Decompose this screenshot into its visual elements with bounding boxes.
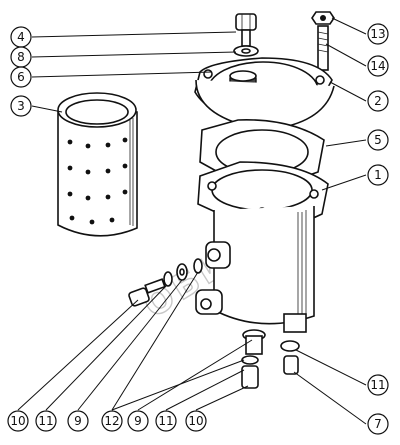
callout-7: 7: [367, 413, 389, 435]
svg-text:11: 11: [370, 378, 385, 392]
svg-text:2: 2: [374, 94, 382, 108]
stud-part-14: [317, 25, 329, 71]
svg-text:12: 12: [104, 414, 119, 428]
svg-text:3: 3: [17, 99, 25, 113]
svg-text:9: 9: [74, 414, 82, 428]
svg-text:11: 11: [38, 414, 53, 428]
callout-2: 2: [367, 90, 389, 112]
svg-text:10: 10: [10, 414, 25, 428]
svg-text:13: 13: [370, 27, 385, 41]
callout-3: 3: [10, 95, 32, 117]
svg-text:4: 4: [17, 30, 25, 44]
drain-parts-bottom: [241, 329, 300, 389]
callout-5: 5: [367, 129, 389, 151]
housing-part-1: [195, 161, 329, 333]
callout-13: 13: [367, 23, 389, 45]
svg-text:6: 6: [17, 70, 25, 84]
callout-6: 6: [10, 66, 32, 88]
svg-text:1: 1: [374, 168, 382, 182]
bolt-part-4: [235, 13, 257, 47]
svg-text:9: 9: [134, 414, 142, 428]
callout-11-bottom-b: 11: [155, 410, 177, 432]
filter-element-part-3: [57, 92, 138, 237]
callout-12-bottom: 12: [101, 410, 123, 432]
callout-4: 4: [10, 26, 32, 48]
washer-part-8: [233, 45, 259, 57]
leader-lines: [17, 17, 367, 425]
svg-text:7: 7: [374, 417, 382, 431]
callout-1: 1: [367, 164, 389, 186]
union-bolt-left: [128, 258, 203, 307]
svg-text:10: 10: [188, 414, 203, 428]
svg-text:11: 11: [158, 414, 173, 428]
svg-text:8: 8: [17, 50, 25, 64]
callout-10-bottom-a: 10: [7, 410, 29, 432]
callout-11-bottom-a: 11: [35, 410, 57, 432]
callout-9-bottom-a: 9: [67, 410, 89, 432]
svg-text:14: 14: [370, 59, 385, 73]
callout-14: 14: [367, 55, 389, 77]
nut-part-13: [311, 11, 335, 25]
callout-8: 8: [10, 46, 32, 68]
callout-9-bottom-b: 9: [127, 410, 149, 432]
callout-11-right: 11: [367, 374, 389, 396]
svg-text:5: 5: [374, 133, 382, 147]
callout-10-bottom-b: 10: [185, 410, 207, 432]
